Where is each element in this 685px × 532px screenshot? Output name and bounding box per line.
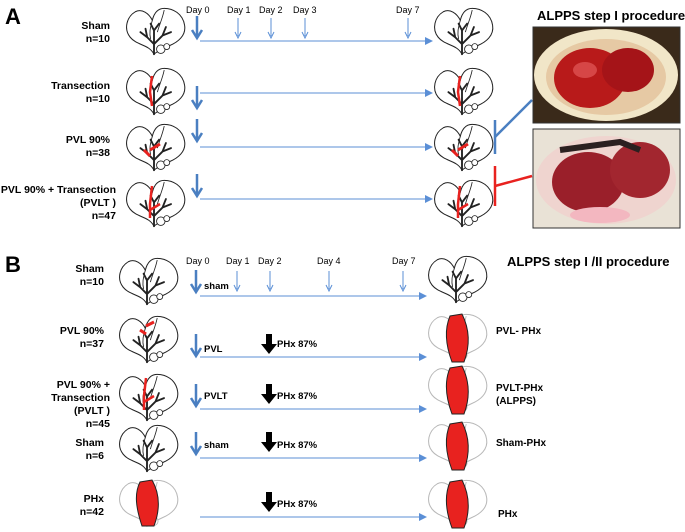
liver-icon xyxy=(125,67,186,116)
resected-lobe xyxy=(135,479,159,527)
liver-icon xyxy=(118,257,179,306)
day-label: Day 2 xyxy=(259,5,283,15)
day-label: Day 7 xyxy=(392,256,416,266)
day-label: Day 0 xyxy=(186,256,210,266)
panel-b xyxy=(118,255,488,529)
panel-b-letter: B xyxy=(5,252,21,277)
liver-icon xyxy=(125,7,186,56)
liver-icon xyxy=(118,424,179,473)
liver-icon xyxy=(118,373,179,422)
group-label: PVL 90%n=38 xyxy=(65,134,110,159)
group-label: PVL 90%n=37 xyxy=(59,325,104,350)
outcome-label: PVLT-PHx(ALPPS) xyxy=(496,383,544,407)
day-label: Day 1 xyxy=(227,5,251,15)
group-label: PVL 90% + Transection(PVLT )n=45 xyxy=(51,379,110,430)
panel-a-letter: A xyxy=(5,4,21,29)
day-label: Day 0 xyxy=(186,5,210,15)
panel-a xyxy=(125,7,533,228)
step1-label: sham xyxy=(204,440,229,451)
outcome-label: PHx xyxy=(498,509,518,520)
panel-a-title: ALPPS step I procedure xyxy=(537,8,685,23)
liver-icon xyxy=(125,179,186,228)
day-label: Day 2 xyxy=(258,256,282,266)
photo-alpps-step1-bottom xyxy=(532,128,681,229)
group-label: PVL 90% + Transection(PVLT )n=47 xyxy=(0,184,116,222)
outcome-label: PVL- PHx xyxy=(496,326,542,337)
liver-icon xyxy=(433,179,494,228)
outcome-label: Sham-PHx xyxy=(496,438,547,449)
photo-alpps-step1-top xyxy=(532,26,681,124)
day-label: Day 1 xyxy=(226,256,250,266)
step1-label: sham xyxy=(204,281,229,292)
panel-b-title: ALPPS step I /II procedure xyxy=(507,254,670,269)
step2-label: PHx 87% xyxy=(277,499,318,510)
liver-icon xyxy=(427,255,488,304)
liver-icon xyxy=(433,7,494,56)
day-label: Day 7 xyxy=(396,5,420,15)
day-label: Day 3 xyxy=(293,5,317,15)
pvl-mark xyxy=(142,142,161,158)
liver-icon xyxy=(433,67,494,116)
step2-label: PHx 87% xyxy=(277,391,318,402)
step1-label: PVLT xyxy=(204,391,228,402)
day-label: Day 4 xyxy=(317,256,341,266)
pvlt-mark xyxy=(148,185,161,218)
step2-label: PHx 87% xyxy=(277,440,318,451)
step1-label: PVL xyxy=(204,344,223,355)
step2-label: PHx 87% xyxy=(277,339,318,350)
transection-mark xyxy=(148,75,154,107)
